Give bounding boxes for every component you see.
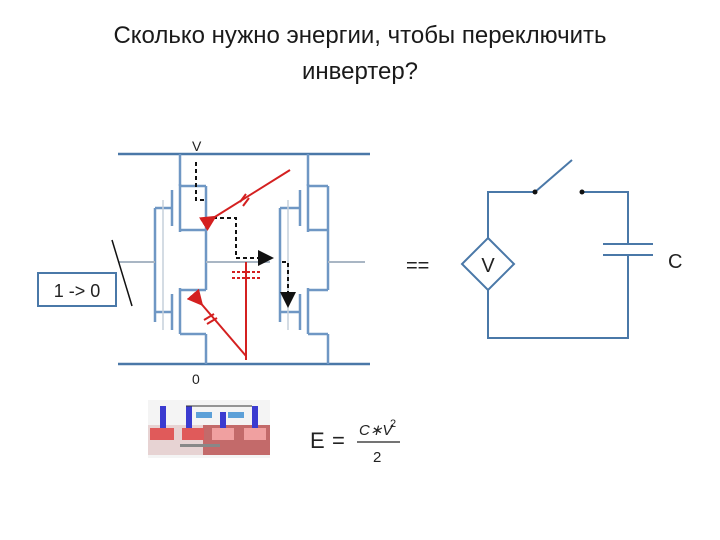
switch-contact-left [532,189,538,195]
cmos-cross-section-image [148,400,270,458]
formula-equals: = [332,428,345,453]
formula-lhs: E [310,428,325,453]
voltage-source-label: V [481,255,495,277]
slide-title: Сколько нужно энергии, чтобы переключить… [60,18,660,90]
switch-contact-right [579,189,585,195]
equivalent-circuit [460,159,653,339]
charge-current-path [195,162,296,308]
right-pmos-transistor [278,154,330,322]
input-transition-label: 1 -> 0 [54,281,101,301]
formula-denominator: 2 [373,449,381,466]
input-transition-box: 1 -> 0 [37,239,133,307]
title-line-1: Сколько нужно энергии, чтобы переключить [113,22,607,49]
energy-formula: E = C∗V 2 2 [310,418,400,466]
parasitic-capacitances [186,169,291,360]
title-line-2: инвертер? [301,58,419,85]
voltage-source-diamond [460,236,516,292]
right-inverter [278,154,365,364]
equivalence-sign: == [406,255,429,277]
formula-numerator: C∗V [359,422,394,439]
capacitor-label: C [668,251,682,273]
left-inverter [118,154,270,364]
vdd-label: V [192,138,202,154]
formula-exponent: 2 [390,418,396,430]
left-pmos-transistor [153,154,208,322]
right-nmos-transistor [280,230,330,364]
ground-label: 0 [192,371,200,387]
